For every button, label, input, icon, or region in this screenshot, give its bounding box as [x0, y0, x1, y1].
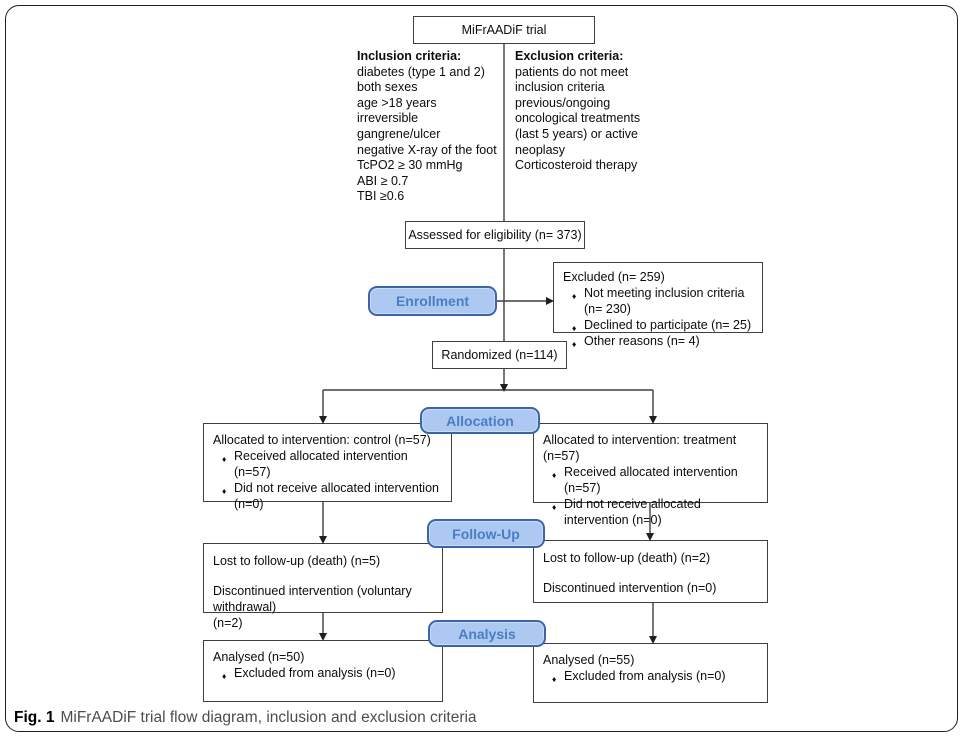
- allocation-treatment-box: Allocated to intervention: treatment (n=…: [533, 423, 768, 527]
- exclusion-line: inclusion criteria: [515, 80, 605, 95]
- analysis-treatment-bullet: Excluded from analysis (n=0): [543, 668, 759, 687]
- excluded-box: Excluded (n= 259) Not meeting inclusion …: [553, 262, 763, 352]
- inclusion-line: age >18 years: [357, 95, 437, 110]
- allocation-control-box: Allocated to intervention: control (n=57…: [203, 423, 452, 511]
- allocation-control-title: Allocated to intervention: control (n=57…: [213, 433, 431, 447]
- assessed-eligibility-label: Assessed for eligibility (n= 373): [408, 228, 582, 242]
- excluded-title: Excluded (n= 259): [563, 270, 665, 284]
- figure-caption-text: MiFrAADiF trial flow diagram, inclusion …: [60, 709, 477, 726]
- excluded-bullet: Other reasons (n= 4): [563, 333, 754, 352]
- stage-allocation-label: Allocation: [446, 412, 514, 429]
- followup-control-box: Lost to follow-up (death) (n=5) Disconti…: [203, 543, 443, 630]
- stage-enrollment-label: Enrollment: [395, 293, 470, 309]
- inclusion-line: irreversible: [357, 111, 419, 126]
- exclusion-line: Corticosteroid therapy: [515, 158, 638, 173]
- trial-title: MiFrAADiF trial: [461, 23, 547, 37]
- analysis-control-bullet: Excluded from analysis (n=0): [213, 665, 434, 684]
- randomized-box: Randomized (n=114): [432, 341, 567, 369]
- inclusion-line: ABI ≥ 0.7: [357, 173, 409, 188]
- followup-control-line: Lost to follow-up (death) (n=5): [213, 554, 381, 568]
- exclusion-line: (last 5 years) or active: [515, 126, 638, 141]
- followup-treatment-line: Lost to follow-up (death) (n=2): [543, 551, 711, 565]
- exclusion-line: previous/ongoing: [515, 95, 611, 110]
- stage-analysis: Analysis: [428, 620, 546, 647]
- stage-followup-label: Follow-Up: [452, 525, 520, 542]
- analysis-treatment-title: Analysed (n=55): [543, 653, 635, 667]
- inclusion-line: both sexes: [357, 80, 418, 95]
- followup-treatment-line: Discontinued intervention (n=0): [543, 581, 717, 595]
- randomized-label: Randomized (n=114): [441, 348, 558, 362]
- figure-caption: Fig. 1 MiFrAADiF trial flow diagram, incl…: [14, 709, 477, 727]
- allocation-treatment-title: Allocated to intervention: treatment (n=…: [543, 433, 737, 463]
- allocation-control-bullet: Did not receive allocated intervention (…: [213, 480, 443, 512]
- exclusion-header: Exclusion criteria:: [515, 49, 624, 63]
- inclusion-line: negative X-ray of the foot: [357, 142, 497, 157]
- exclusion-line: neoplasy: [515, 142, 566, 157]
- analysis-control-box: Analysed (n=50) Excluded from analysis (…: [203, 640, 443, 702]
- followup-control-line: Discontinued intervention (voluntary wit…: [213, 584, 412, 614]
- stage-followup: Follow-Up: [427, 519, 545, 548]
- inclusion-criteria-block: Inclusion criteria: diabetes (type 1 and…: [357, 49, 505, 205]
- analysis-control-title: Analysed (n=50): [213, 650, 305, 664]
- allocation-treatment-bullet: Did not receive allocated intervention (…: [543, 496, 759, 528]
- figure-caption-label: Fig. 1: [14, 709, 55, 726]
- exclusion-criteria-block: Exclusion criteria: patients do not meet…: [515, 49, 665, 174]
- inclusion-line: TBI ≥0.6: [357, 189, 405, 204]
- stage-allocation: Allocation: [420, 407, 540, 434]
- excluded-bullet: Not meeting inclusion criteria (n= 230): [563, 285, 754, 317]
- followup-treatment-box: Lost to follow-up (death) (n=2) Disconti…: [533, 540, 768, 603]
- stage-enrollment: Enrollment: [368, 286, 497, 316]
- inclusion-line: gangrene/ulcer: [357, 126, 441, 141]
- exclusion-line: oncological treatments: [515, 111, 641, 126]
- inclusion-line: diabetes (type 1 and 2): [357, 64, 485, 79]
- analysis-treatment-box: Analysed (n=55) Excluded from analysis (…: [533, 643, 768, 703]
- inclusion-line: TcPO2 ≥ 30 mmHg: [357, 158, 463, 173]
- allocation-treatment-bullet: Received allocated intervention (n=57): [543, 464, 759, 496]
- excluded-bullet: Declined to participate (n= 25): [563, 317, 754, 336]
- inclusion-header: Inclusion criteria:: [357, 49, 462, 63]
- trial-title-box: MiFrAADiF trial: [413, 16, 595, 44]
- stage-analysis-label: Analysis: [458, 625, 516, 642]
- allocation-control-bullet: Received allocated intervention (n=57): [213, 448, 443, 480]
- exclusion-line: patients do not meet: [515, 64, 629, 79]
- assessed-eligibility-box: Assessed for eligibility (n= 373): [405, 221, 585, 249]
- followup-control-line: (n=2): [213, 616, 243, 630]
